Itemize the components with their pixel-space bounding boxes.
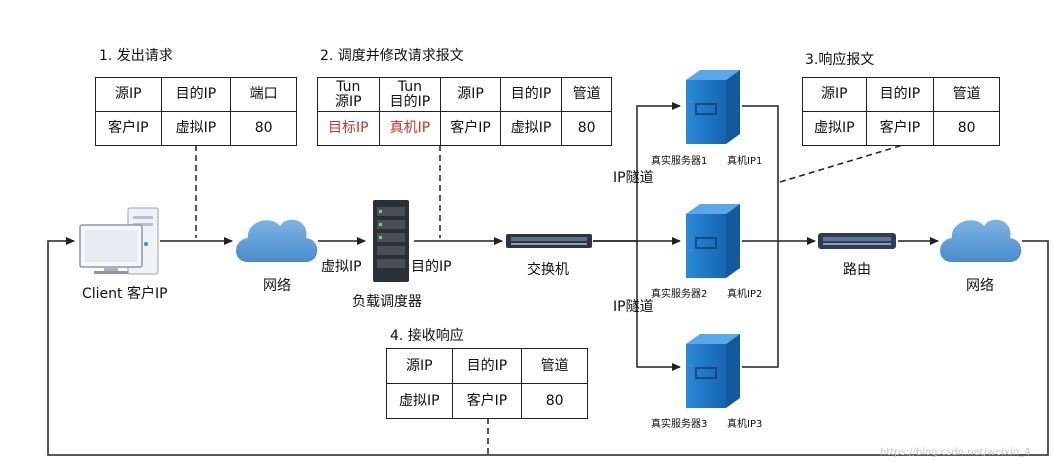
server-1-name: 真实服务器1: [651, 156, 708, 167]
network-cloud-right-icon: [940, 219, 1022, 262]
table-cell: 80: [561, 111, 612, 146]
packet-table-receive: 源IP 目的IP 管道 虚拟IP 客户IP 80: [386, 348, 588, 419]
table-cell: 80: [230, 111, 297, 146]
table-header-cell: 目的IP: [160, 77, 232, 112]
server-3-ip: 真机IP3: [727, 419, 763, 430]
table-cell: 虚拟IP: [386, 383, 453, 419]
dest-ip-label: 目的IP: [411, 259, 452, 275]
ip-tunnel-label: IP隧道: [613, 299, 654, 315]
router-icon: [818, 233, 896, 249]
callout-step3: [779, 144, 904, 183]
network-left-label: 网络: [263, 278, 291, 294]
table-cell: 客户IP: [865, 111, 935, 146]
watermark-text: https://blog.csdn.net/weixin_4: [880, 447, 1031, 458]
table-header-cell: Tun 源IP: [317, 77, 380, 112]
table-cell: 客户IP: [440, 111, 501, 146]
table-cell: 80: [521, 383, 588, 419]
link-server1-router: [742, 105, 779, 241]
table-cell: 虚拟IP: [802, 111, 867, 146]
load-balancer-label: 负载调度器: [352, 294, 422, 310]
table-header-cell: 管道: [521, 348, 588, 384]
table-cell: 客户IP: [95, 111, 162, 146]
switch-icon: [506, 234, 592, 248]
table-cell: 虚拟IP: [160, 111, 232, 146]
real-server-1-icon: [686, 70, 740, 144]
real-server-2-icon: [686, 204, 740, 278]
link-switch-server3: [636, 241, 681, 371]
table-header-cell: 管道: [561, 77, 612, 112]
packet-table-request: 源IP 目的IP 端口 客户IP 虚拟IP 80: [95, 77, 297, 146]
server-3-name: 真实服务器3: [651, 419, 708, 430]
server-2-ip: 真机IP2: [727, 289, 763, 300]
table-cell: 真机IP: [378, 111, 442, 146]
table-header-cell: 管道: [933, 77, 1000, 112]
link-return-path: [47, 237, 1049, 456]
ip-tunnel-label: IP隧道: [613, 170, 654, 186]
network-cloud-left-icon: [236, 219, 318, 262]
table-header-cell: 源IP: [802, 77, 867, 112]
step2-title: 2. 调度并修改请求报文: [320, 48, 464, 64]
table-cell: 目标IP: [317, 111, 380, 146]
table-cell: 客户IP: [451, 383, 523, 419]
real-server-3-icon: [686, 334, 740, 408]
server-1-ip: 真机IP1: [727, 156, 763, 167]
switch-label: 交换机: [527, 262, 569, 278]
table-header-cell: 目的IP: [499, 77, 563, 112]
step4-title: 4. 接收响应: [390, 328, 464, 344]
step1-title: 1. 发出请求: [99, 48, 173, 64]
load-balancer-icon: [373, 200, 409, 282]
client-pc-icon: [79, 207, 159, 275]
step3-title: 3.响应报文: [805, 52, 875, 68]
table-cell: 80: [933, 111, 1000, 146]
table-header-cell: 端口: [230, 77, 297, 112]
table-header-cell: Tun 目的IP: [378, 77, 442, 112]
table-header-cell: 目的IP: [451, 348, 523, 384]
virtual-ip-label: 虚拟IP: [321, 259, 362, 275]
network-right-label: 网络: [966, 278, 994, 294]
table-header-cell: 目的IP: [865, 77, 935, 112]
client-label: Client 客户IP: [82, 286, 168, 302]
link-server3-router: [742, 241, 779, 368]
packet-table-tunnel: Tun 源IP Tun 目的IP 源IP 目的IP 管道 目标IP 真机IP 客…: [317, 77, 612, 146]
server-2-name: 真实服务器2: [651, 289, 708, 300]
table-header-cell: 源IP: [440, 77, 501, 112]
table-cell: 虚拟IP: [499, 111, 563, 146]
table-header-cell: 源IP: [386, 348, 453, 384]
router-label: 路由: [843, 262, 871, 278]
table-header-cell: 源IP: [95, 77, 162, 112]
packet-table-response: 源IP 目的IP 管道 虚拟IP 客户IP 80: [802, 77, 1000, 146]
